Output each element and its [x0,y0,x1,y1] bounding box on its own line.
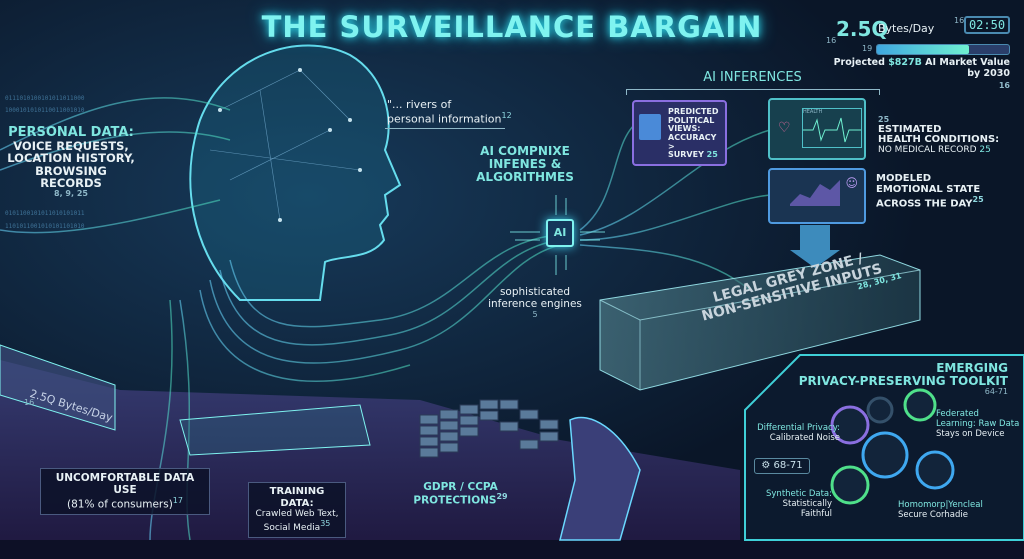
svg-text:1101011001010101101010: 1101011001010101101010 [5,223,85,230]
page-title: THE SURVEILLANCE BARGAIN [261,10,763,44]
smiley-icon: ☺ [845,176,858,190]
gdpr-label: GDPR / CCPA PROTECTIONS29 [413,481,508,507]
svg-text:0101100101011010101011: 0101100101011010101011 [5,210,85,217]
emotion-card: ☺ [768,168,866,224]
bytes-panel-ref: 16 [24,398,35,407]
inferences-heading: AI INFERENCES [703,70,802,85]
inferences-bracket [626,89,880,95]
training-data-label: TRAINING DATA: Crawled Web Text, Social … [248,482,346,538]
differential-privacy-label: Differential Privacy:Calibrated Noise [757,423,840,444]
emotion-chart [790,180,840,206]
refs-badge: ⚙ 68-71 [754,458,810,474]
heart-icon: ♡ [778,120,791,136]
person-icon [639,114,661,140]
ai-chip-icon: AI [546,219,574,247]
clock-display: 02:50 [964,16,1010,34]
market-progress-bar [876,44,1010,55]
quote-leader-line [385,128,505,129]
uncomfortable-data-label: UNCOMFORTABLE DATA USE (81% of consumers… [40,468,210,515]
svg-text:1000101010110011001010: 1000101010110011001010 [5,107,85,114]
health-card: ♡ HEALTH [768,98,866,160]
bytes-unit: Bytes/Day [878,22,935,35]
clock-ref: 16 [954,16,965,25]
svg-text:0111010100101011011000: 0111010100101011011000 [5,95,85,102]
personal-data-label: PERSONAL DATA: VOICE REQUESTS, LOCATION … [7,125,135,198]
bytes-value: 2.5Q [836,17,889,41]
progress-ref: 19 [862,44,873,53]
quote: "... rivers of personal information12 [387,98,512,126]
head-profile [189,44,402,301]
bytes-ref: 16 [826,36,837,45]
health-chart: HEALTH [802,108,862,148]
heartbeat-line [803,117,861,143]
